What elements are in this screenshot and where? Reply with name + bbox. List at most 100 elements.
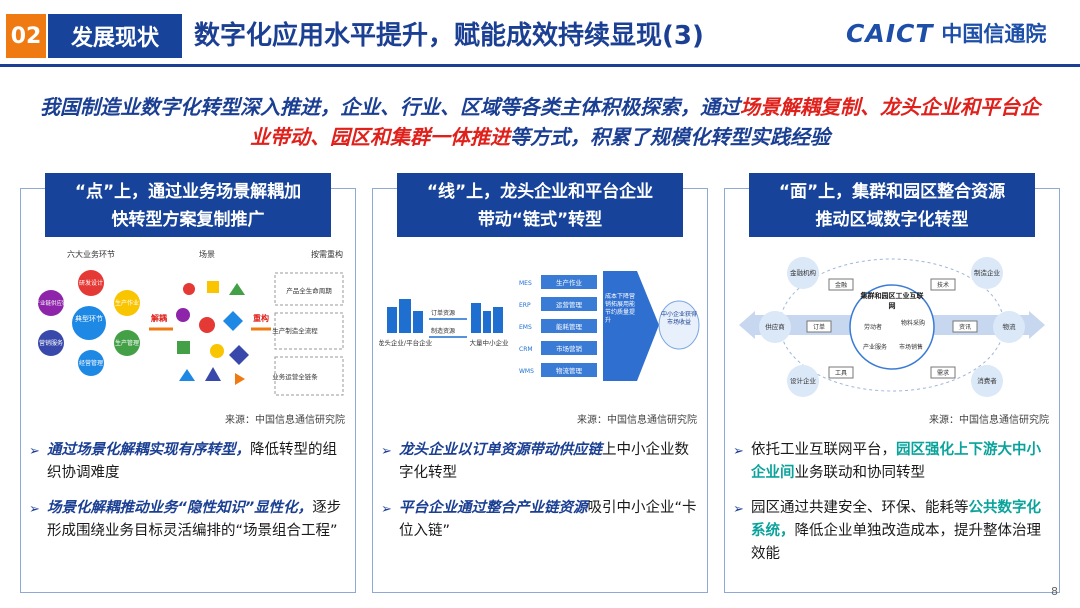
bullet-arrow-icon: ➢ [733,444,744,459]
leader-label: 龙头企业/平台企业 [379,338,433,347]
bullet-list: ➢ 依托工业互联网平台，园区强化上下游大中小企业间业务联动和协同转型 ➢ 园区通… [733,439,1055,578]
recon-box-label: 生产制造全流程 [272,326,318,335]
link-tag-label: 订单 [813,323,825,331]
panel-title-line2: 推动区域数字化转型 [815,210,969,230]
node-rd-label: 研发设计 [79,279,103,287]
benefit-text-wrap: 成本下降营销拓展用能节约质量提升 [605,293,635,324]
scene-shape [235,373,245,385]
outer-node [787,257,819,289]
logo-en: CAICT [846,18,934,48]
bullet-item: ➢ 通过场景化解耦实现有序转型，降低转型的组织协调难度 [29,439,351,485]
module-box [541,341,597,355]
bullet-arrow-icon: ➢ [29,502,40,517]
link-tag-label: 金融 [835,281,847,289]
recon-box [274,312,344,350]
slide-header: 02 发展现状 数字化应用水平提升，赋能成效持续显现(3) CAICT 中国信通… [0,0,1080,68]
panel-title: “点”上，通过业务场景解耦加 快转型方案复制推广 [45,173,331,237]
scene-shape [229,345,249,365]
inner-label: 产业服务 [863,343,887,351]
system-label: ERP [519,302,531,309]
flow-label: 订单资源 [431,309,455,317]
outer-node-label: 金融机构 [790,268,817,277]
sme-label: 大量中小企业 [470,338,510,347]
link-tag [806,320,832,333]
outer-node-label: 制造企业 [974,268,1001,277]
inner-label: 市场销售 [899,343,923,351]
intro-part1: 我国制造业数字化转型深入推进，企业、行业、区域等各类主体积极探索，通过 [40,95,740,119]
panel-title-line2: 带动“链式”转型 [477,210,603,230]
reconstruct-label: 重构 [253,313,269,323]
panel-area: “面”上，集群和园区整合资源 推动区域数字化转型 集群和园区工业互联网 劳动者 … [724,173,1060,593]
building-icon [493,307,503,333]
module-label: 市场营销 [556,344,583,353]
outer-node [787,365,819,397]
col2-label: 场景 [199,250,215,259]
logo-cn: 中国信通院 [941,22,1047,46]
outer-node [993,311,1025,343]
bullet-highlight: 龙头企业以订单资源带动供应链 [399,442,602,458]
building-icon [413,311,423,333]
link-tag [828,278,854,291]
bullet-highlight: 公共数字化系统， [751,500,1041,539]
chain-diagram: 龙头企业/平台企业 订单资源 制造资源 大量中小企业 MES ERP EMS C… [379,271,700,381]
bullet-item: ➢ 园区通过共建安全、环保、能耗等公共数字化系统，降低企业单独改造成本，提升整体… [733,497,1055,566]
node-supply-label: 产业链供应链 [34,299,68,307]
result-text-wrap: 中小企业获得市场收益 [661,311,697,326]
intro-part2: 等方式，积累了规模化转型实践经验 [510,125,830,149]
col3-label: 按需重构 [311,249,343,259]
cloud-icon [658,300,700,350]
center-circle [849,284,935,370]
module-label: 生产作业 [556,278,583,287]
bullet-text: 业务联动和协同转型 [794,465,926,481]
page-title: 数字化应用水平提升，赋能成效持续显现(3) [194,21,704,51]
module-box [541,297,597,311]
module-box [541,319,597,333]
system-label: CRM [519,346,533,353]
bullet-text: 吸引中小企业“卡位入链” [399,500,697,539]
system-label: WMS [519,368,534,375]
col1-label: 六大业务环节 [67,249,115,259]
panel-point: “点”上，通过业务场景解耦加 快转型方案复制推广 六大业务环节 场景 按需重构 … [20,173,356,593]
system-label: EMS [519,324,532,331]
node-rd [78,270,104,296]
bullet-list: ➢ 龙头企业以订单资源带动供应链上中小企业数字化转型 ➢ 平台企业通过整合产业链… [381,439,703,555]
bullet-text: 逐步形成围绕业务目标灵活编排的“场景组合工程” [47,500,342,539]
link-tag-label: 工具 [835,370,847,377]
bullet-arrow-icon: ➢ [733,502,744,517]
scene-shape [199,317,215,333]
outer-node [971,365,1003,397]
bullet-highlight: 平台企业通过整合产业链资源 [399,500,588,516]
link-tag [828,366,854,379]
node-prod-mgmt-label: 生产管理 [115,339,139,347]
cluster-diagram: 集群和园区工业互联网 劳动者 物料采购 产业服务 市场销售 金融机构 制造企业 … [739,257,1045,397]
bullet-highlight: 园区强化上下游大中小企业间 [751,442,1041,481]
section-number: 02 [6,14,46,58]
node-supply [38,290,64,316]
bullet-highlight: 通过场景化解耦实现有序转型， [47,442,250,458]
outer-node-label: 物流 [1003,322,1017,331]
outer-node-label: 供应商 [765,322,785,331]
panel-title-line1: “点”上，通过业务场景解耦加 [74,182,302,202]
building-icon [471,303,481,333]
recon-box-label: 产品全生命周期 [286,286,332,295]
scene-shape [223,311,243,331]
link-tag [930,366,956,379]
outer-node-label: 设计企业 [790,376,817,385]
bullet-text: 降低企业单独改造成本，提升整体治理效能 [751,523,1041,562]
scene-decoupling-diagram: 六大业务环节 场景 按需重构 典型环节 研发设计 生产作业 生产管理 经营管理 … [34,249,344,396]
panel-title: “面”上，集群和园区整合资源 推动区域数字化转型 [749,173,1035,237]
bullet-text-pre: 依托工业互联网平台， [751,442,896,458]
module-label: 能耗管理 [556,322,583,331]
bullet-arrow-icon: ➢ [29,444,40,459]
node-marketing [38,330,64,356]
inner-label: 劳动者 [864,323,882,331]
scene-shape [177,341,190,354]
center-node-label: 典型环节 [75,314,103,323]
scene-shape [179,369,195,381]
bullet-text-pre: 园区通过共建安全、环保、能耗等 [751,500,969,516]
module-label: 运营管理 [556,300,583,309]
scene-shape [210,344,224,358]
link-tag [930,278,956,291]
node-operation [78,350,104,376]
module-label: 物流管理 [556,366,583,375]
